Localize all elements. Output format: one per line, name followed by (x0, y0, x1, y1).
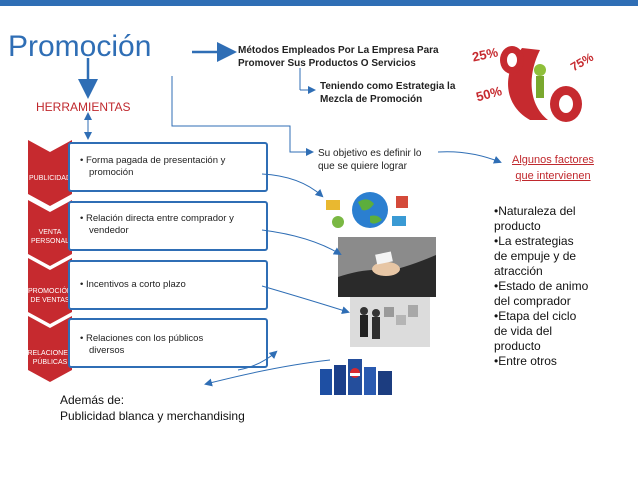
factor-line-5: atracción (494, 264, 543, 278)
pepsi-products-image (318, 353, 396, 399)
factor-line-6: •Estado de animo (494, 279, 589, 293)
arrow-publicidad-image (261, 173, 324, 198)
factor-line-4: de empuje y de (494, 249, 577, 263)
strategy-line-1: Teniendo como Estrategia la (320, 81, 456, 92)
arrow-venta-image (261, 229, 342, 256)
badge-50: 50% (474, 83, 503, 104)
handshake-icon (372, 262, 400, 276)
tool-desc-venta-personal-line-1: • Relación directa entre comprador y (80, 213, 234, 224)
factor-line-9: de vida del (494, 324, 553, 338)
bottom-note: Además de: Publicidad blanca y merchandi… (60, 392, 245, 424)
tool-box-publicidad (68, 142, 268, 192)
herramientas-label: HERRAMIENTAS (36, 100, 131, 114)
tool-desc-relaciones-publicas: • Relaciones con los públicos diversos (80, 333, 258, 357)
tool-desc-promocion-ventas: • Incentivos a corto plazo (80, 279, 258, 291)
social-media-globe-image (318, 186, 418, 236)
factors-link-line-2: que intervienen (515, 170, 591, 182)
tool-box-relaciones-publicas (68, 318, 268, 368)
tool-desc-publicidad-line-1: • Forma pagada de presentación y (80, 155, 226, 166)
badge-25: 25% (471, 44, 500, 64)
tool-desc-venta-personal-line-2: vendedor (89, 225, 129, 236)
top-accent-bar (0, 0, 638, 6)
tool-box-venta-personal (68, 201, 268, 251)
factor-line-1: •Naturaleza del (494, 204, 576, 218)
tool-desc-publicidad-line-2: promoción (89, 167, 134, 178)
factors-link-line-1: Algunos factores (512, 154, 594, 166)
handshake-image (338, 237, 436, 297)
figure-head (534, 64, 546, 76)
methods-line-2: Promover Sus Productos O Servicios (238, 58, 416, 69)
tool-label-publicidad: PUBLICIDAD (28, 175, 71, 182)
tool-label-promocion-ventas: PROMOCIÓN DE VENTAS (28, 288, 72, 304)
arrow-objective-factors (437, 151, 502, 164)
tool-desc-venta-personal: • Relación directa entre comprador y ven… (80, 213, 258, 237)
factors-link[interactable]: Algunos factores que intervienen (512, 152, 594, 184)
percentage-graphic: 25% 50% 75% (471, 44, 596, 122)
tool-label-venta-personal: VENTA PERSONAL (30, 229, 70, 245)
chevron-promocion-ventas (28, 258, 72, 324)
factor-line-2: producto (494, 219, 541, 233)
objective-line-1: Su objetivo es definir lo (318, 148, 422, 159)
arrow-promocion-image (261, 285, 350, 315)
objective-line-2: que se quiere lograr (318, 161, 407, 172)
strategy-line-2: Mezcla de Promoción (320, 94, 423, 105)
tool-desc-relaciones-publicas-line-2: diversos (89, 345, 125, 356)
page-title: Promoción (8, 30, 152, 63)
chevron-relaciones-publicas (28, 316, 72, 382)
bottom-note-line-2: Publicidad blanca y merchandising (60, 409, 245, 423)
tool-box-promocion-ventas (68, 260, 268, 310)
tool-label-relaciones-publicas: RELACIONES PÚBLICAS (27, 350, 73, 366)
bottom-note-line-1: Además de: (60, 393, 125, 407)
tool-desc-publicidad: • Forma pagada de presentación y promoci… (80, 155, 258, 179)
arrow-objective (171, 76, 314, 156)
factor-line-8: •Etapa del ciclo (494, 309, 577, 323)
business-team-image (350, 297, 430, 347)
chevron-publicidad (28, 140, 72, 206)
factor-line-10: producto (494, 339, 541, 353)
arrow-pepsi-bottom (204, 359, 331, 387)
methods-line-1: Métodos Empleados Por La Empresa Para (238, 45, 439, 56)
factor-line-7: del comprador (494, 294, 571, 308)
arrow-relaciones-box (237, 350, 278, 371)
factor-line-3: •La estrategias (494, 234, 574, 248)
chevron-venta-personal (28, 200, 72, 266)
factor-line-11: •Entre otros (494, 354, 557, 368)
factors-list: •Naturaleza del producto •La estrategias… (494, 204, 604, 369)
tool-desc-promocion-ventas-line-1: • Incentivos a corto plazo (80, 279, 186, 290)
tool-desc-relaciones-publicas-line-1: • Relaciones con los públicos (80, 333, 204, 344)
